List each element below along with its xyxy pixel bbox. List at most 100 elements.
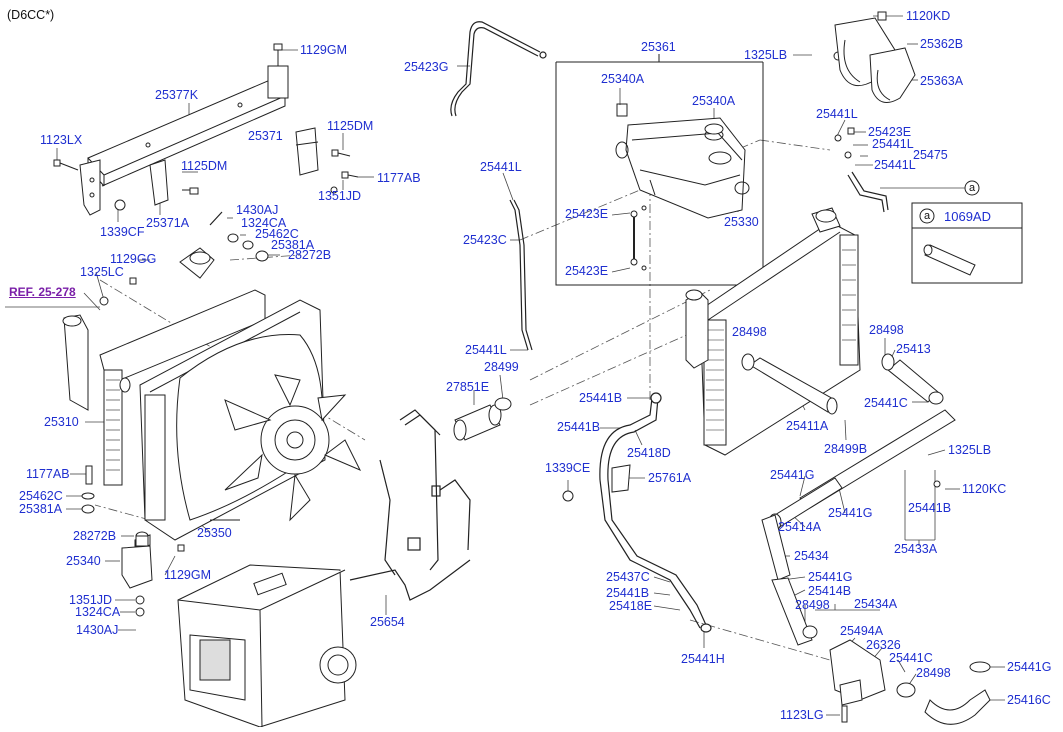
part-label-28272b[interactable]: 28272B [73, 529, 117, 543]
part-label-1324ca[interactable]: 1324CA [241, 216, 287, 230]
part-label-25441l[interactable]: 25441L [872, 137, 914, 151]
part-label-1125dm[interactable]: 1125DM [327, 119, 374, 133]
part-label-25414a[interactable]: 25414A [778, 520, 822, 534]
part-label-28498[interactable]: 28498 [869, 323, 904, 337]
part-label-25441g[interactable]: 25441G [828, 506, 873, 520]
part-label-25441l[interactable]: 25441L [465, 343, 507, 357]
part-label-25418d[interactable]: 25418D [627, 446, 671, 460]
part-label-28272b[interactable]: 28272B [288, 248, 332, 262]
part-label-25433a[interactable]: 25433A [894, 542, 938, 556]
legend-part-number[interactable]: 1069AD [944, 209, 991, 224]
part-label-25441b[interactable]: 25441B [606, 586, 650, 600]
part-label-25441c[interactable]: 25441C [889, 651, 933, 665]
thermostat-housing [829, 639, 991, 725]
part-label-25381a[interactable]: 25381A [19, 502, 63, 516]
part-label-25330[interactable]: 25330 [724, 215, 759, 229]
side-bracket [149, 159, 169, 206]
part-label-25441c[interactable]: 25441C [864, 396, 908, 410]
part-label-25654[interactable]: 25654 [370, 615, 405, 629]
part-label-26326[interactable]: 26326 [866, 638, 901, 652]
lower-hose-pipe [599, 392, 712, 633]
reference-link[interactable]: REF. 25-278 [9, 285, 76, 299]
radiator-core [685, 207, 861, 456]
part-label-25441g[interactable]: 25441G [770, 468, 815, 482]
part-label-27851e[interactable]: 27851E [446, 380, 490, 394]
part-label-28499[interactable]: 28499 [484, 360, 519, 374]
part-label-25423g[interactable]: 25423G [404, 60, 449, 74]
part-label-1339ce[interactable]: 1339CE [545, 461, 591, 475]
part-label-1129gm[interactable]: 1129GM [300, 43, 348, 57]
part-label-25434a[interactable]: 25434A [854, 597, 898, 611]
part-label-28498[interactable]: 28498 [732, 325, 767, 339]
part-label-1324ca[interactable]: 1324CA [75, 605, 121, 619]
washers-upper [209, 211, 269, 262]
part-label-25423e[interactable]: 25423E [868, 125, 912, 139]
part-label-25475[interactable]: 25475 [913, 148, 948, 162]
part-label-1430aj[interactable]: 1430AJ [76, 623, 119, 637]
part-label-25413[interactable]: 25413 [896, 342, 931, 356]
part-label-25441b[interactable]: 25441B [908, 501, 952, 515]
part-label-25441b[interactable]: 25441B [557, 420, 601, 434]
part-label-1129gg[interactable]: 1129GG [110, 252, 157, 266]
upper-bracket [79, 65, 289, 216]
part-label-25350[interactable]: 25350 [197, 526, 232, 540]
part-label-1325lb[interactable]: 1325LB [948, 443, 992, 457]
part-label-25423e[interactable]: 25423E [565, 264, 609, 278]
vehicle-outline [177, 564, 357, 728]
part-label-1125dm[interactable]: 1125DM [181, 159, 228, 173]
part-label-25381a[interactable]: 25381A [271, 238, 315, 252]
part-label-25371[interactable]: 25371 [248, 129, 283, 143]
part-label-25371a[interactable]: 25371A [146, 216, 190, 230]
part-label-25462c[interactable]: 25462C [19, 489, 63, 503]
part-label-28498[interactable]: 28498 [795, 598, 830, 612]
part-label-1351jd[interactable]: 1351JD [318, 189, 362, 203]
part-label-1120kd[interactable]: 1120KD [906, 9, 951, 23]
part-label-28499b[interactable]: 28499B [824, 442, 868, 456]
part-label-25441g[interactable]: 25441G [808, 570, 853, 584]
part-label-25377k[interactable]: 25377K [155, 88, 199, 102]
part-label-1120kc[interactable]: 1120KC [962, 482, 1007, 496]
part-label-25437c[interactable]: 25437C [606, 570, 650, 584]
part-label-1339cf[interactable]: 1339CF [100, 225, 145, 239]
part-label-25340a[interactable]: 25340A [692, 94, 736, 108]
part-label-1351jd[interactable]: 1351JD [69, 593, 113, 607]
part-label-25361[interactable]: 25361 [641, 40, 676, 54]
part-label-1430aj[interactable]: 1430AJ [236, 203, 279, 217]
part-label-1325lb[interactable]: 1325LB [744, 48, 788, 62]
part-label-25441l[interactable]: 25441L [874, 158, 916, 172]
part-label-25441l[interactable]: 25441L [816, 107, 858, 121]
part-label-25441l[interactable]: 25441L [480, 160, 522, 174]
part-label-25434[interactable]: 25434 [794, 549, 829, 563]
coolant-reservoir [615, 103, 750, 219]
part-label-25411a[interactable]: 25411A [786, 419, 829, 433]
part-label-1177ab[interactable]: 1177AB [26, 467, 70, 481]
part-label-25462c[interactable]: 25462C [255, 227, 299, 241]
part-label-1129gm[interactable]: 1129GM [164, 568, 212, 582]
part-label-1123lg[interactable]: 1123LG [780, 708, 824, 722]
callout-marker: a [968, 182, 976, 194]
part-label-25418e[interactable]: 25418E [609, 599, 653, 613]
part-label-25441h[interactable]: 25441H [681, 652, 725, 666]
part-label-1123lx[interactable]: 1123LX [40, 133, 83, 147]
part-label-1325lc[interactable]: 1325LC [80, 265, 124, 279]
hose-25414b [771, 577, 818, 646]
part-label-25340a[interactable]: 25340A [601, 72, 645, 86]
part-label-25414b[interactable]: 25414B [808, 584, 852, 598]
part-label-25340[interactable]: 25340 [66, 554, 101, 568]
part-label-25441g[interactable]: 25441G [1007, 660, 1052, 674]
part-label-25363a[interactable]: 25363A [920, 74, 964, 88]
part-label-25310[interactable]: 25310 [44, 415, 79, 429]
part-label-1177ab[interactable]: 1177AB [377, 171, 421, 185]
reservoir-group-box [555, 54, 764, 286]
part-label-25441b[interactable]: 25441B [579, 391, 623, 405]
part-label-25761a[interactable]: 25761A [648, 471, 692, 485]
part-label-25362b[interactable]: 25362B [920, 37, 964, 51]
upper-hose [741, 353, 838, 415]
part-label-25494a[interactable]: 25494A [840, 624, 884, 638]
part-label-25423e[interactable]: 25423E [565, 207, 609, 221]
part-label-25423c[interactable]: 25423C [463, 233, 507, 247]
part-label-28498[interactable]: 28498 [916, 666, 951, 680]
part-label-25416c[interactable]: 25416C [1007, 693, 1051, 707]
hose-25413 [881, 353, 944, 405]
